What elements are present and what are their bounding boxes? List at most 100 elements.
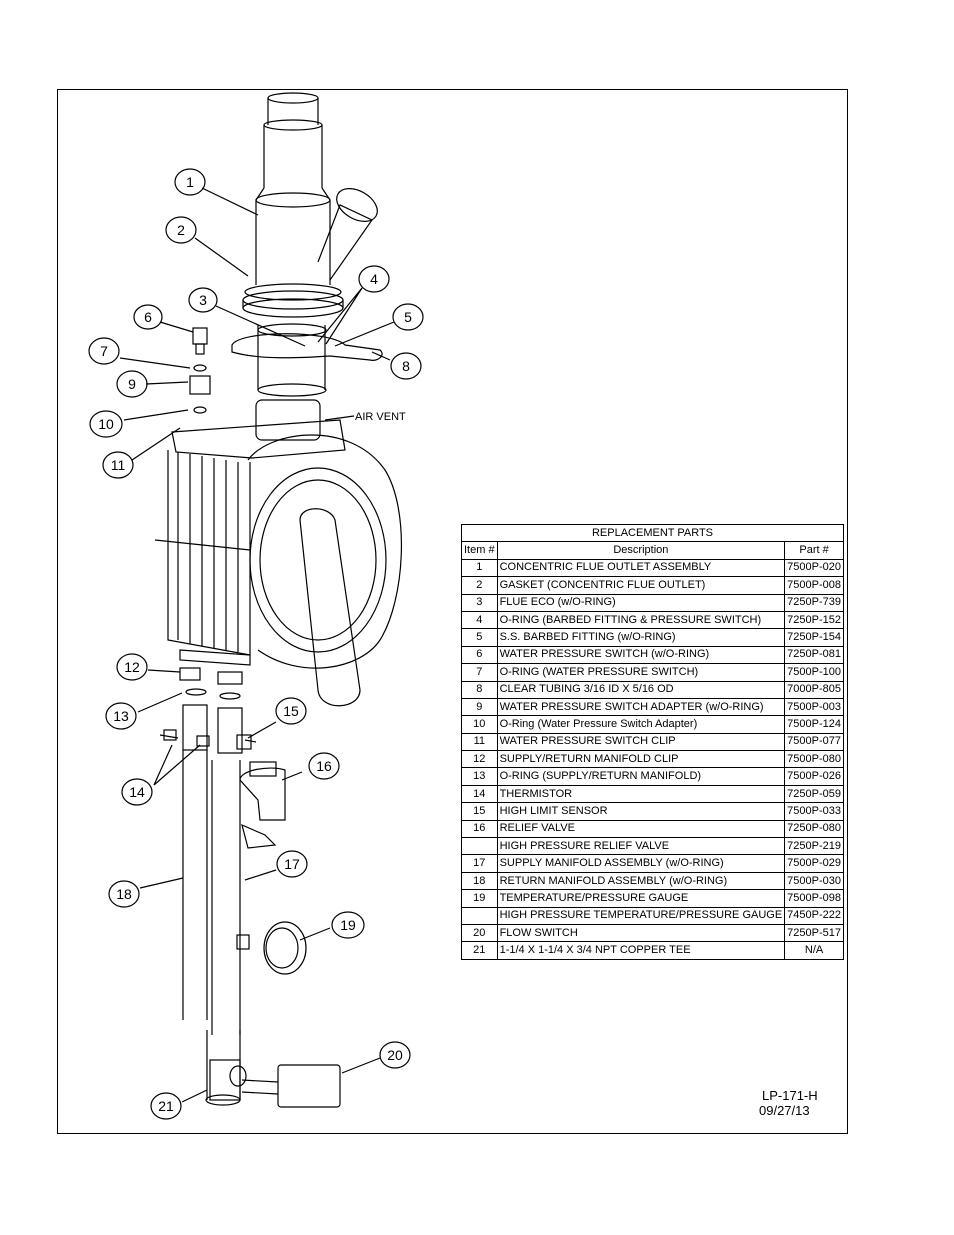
cell-item: 18 (461, 871, 498, 891)
cell-description: SUPPLY MANIFOLD ASSEMBLY (w/O-RING) (496, 854, 786, 873)
air-vent-label: AIR VENT (355, 411, 406, 423)
cell-description: WATER PRESSURE SWITCH ADAPTER (w/O-RING) (496, 697, 786, 717)
cell-item: 11 (461, 732, 498, 752)
heat-exchanger-drawing (154, 399, 402, 707)
svg-text:4: 4 (370, 271, 378, 287)
callout-17: 17 (276, 850, 308, 878)
callout-13: 13 (105, 702, 137, 730)
svg-text:15: 15 (283, 703, 299, 719)
cell-part: 7250P-081 (784, 645, 844, 665)
callout-7: 7 (88, 337, 120, 365)
manifold-pipes-drawing (159, 704, 257, 1106)
callout-18: 18 (108, 880, 140, 908)
drawing-date: 09/27/13 (759, 1103, 810, 1118)
cell-part: N/A (784, 941, 844, 960)
cell-item: 7 (461, 663, 498, 682)
cell-item: 21 (461, 941, 498, 960)
cell-item: 14 (461, 784, 498, 804)
callout-1: 1 (174, 168, 206, 196)
svg-text:9: 9 (128, 376, 136, 392)
svg-text:2: 2 (177, 222, 185, 238)
svg-text:17: 17 (284, 856, 300, 872)
cell-description: HIGH LIMIT SENSOR (496, 802, 786, 821)
callout-2: 2 (165, 216, 197, 244)
cell-part: 7500P-026 (784, 767, 844, 786)
cell-item: 17 (461, 854, 498, 873)
svg-text:10: 10 (98, 416, 114, 432)
svg-text:18: 18 (116, 886, 132, 902)
callout-15: 15 (275, 697, 307, 725)
cell-item (461, 837, 498, 856)
callout-16: 16 (308, 752, 340, 780)
cell-part: 7500P-077 (784, 732, 844, 752)
cell-part: 7500P-098 (784, 889, 844, 908)
cell-item: 4 (461, 610, 498, 630)
svg-text:5: 5 (404, 309, 412, 325)
cell-part: 7250P-219 (784, 837, 844, 856)
cell-part: 7500P-008 (784, 576, 844, 595)
header-description: Description (496, 541, 786, 560)
cell-part: 7000P-805 (784, 680, 844, 699)
cell-item: 5 (461, 628, 498, 647)
cell-item: 3 (461, 593, 498, 612)
cell-description: S.S. BARBED FITTING (w/O-RING) (496, 628, 786, 647)
svg-text:20: 20 (387, 1047, 403, 1063)
cell-description: SUPPLY/RETURN MANIFOLD CLIP (496, 750, 786, 769)
flue-collar-drawing (231, 323, 383, 397)
cell-description: RETURN MANIFOLD ASSEMBLY (w/O-RING) (496, 871, 786, 891)
leader-lines (119, 187, 395, 1103)
cell-description: O-RING (BARBED FITTING & PRESSURE SWITCH… (496, 610, 786, 630)
cell-part: 7250P-152 (784, 610, 844, 630)
cell-description: THERMISTOR (496, 784, 786, 804)
cell-part: 7500P-020 (784, 558, 844, 578)
cell-description: RELIEF VALVE (496, 819, 786, 839)
cell-item (461, 906, 498, 925)
svg-text:8: 8 (402, 358, 410, 374)
relief-valve-drawing (239, 761, 286, 849)
pressure-switch-drawing (189, 327, 211, 414)
cell-description: WATER PRESSURE SWITCH CLIP (496, 732, 786, 752)
replacement-parts-table: REPLACEMENT PARTS Item # Description Par… (461, 523, 844, 960)
callout-11: 11 (102, 451, 134, 479)
cell-part: 7500P-124 (784, 715, 844, 734)
cell-part: 7250P-739 (784, 593, 844, 612)
cell-part: 7500P-003 (784, 697, 844, 717)
svg-text:16: 16 (316, 758, 332, 774)
table-row: HIGH PRESSURE TEMPERATURE/PRESSURE GAUGE… (461, 906, 844, 925)
cell-item: 20 (461, 923, 498, 943)
gauge-drawing (236, 921, 307, 975)
cell-item: 15 (461, 802, 498, 821)
cell-item: 8 (461, 680, 498, 699)
cell-item: 19 (461, 889, 498, 908)
cell-description: HIGH PRESSURE TEMPERATURE/PRESSURE GAUGE (496, 906, 786, 925)
manifold-clips-drawing (179, 667, 243, 700)
cell-description: FLUE ECO (w/O-RING) (496, 593, 786, 612)
cell-part: 7250P-517 (784, 923, 844, 943)
cell-part: 7500P-030 (784, 871, 844, 891)
callout-6: 6 (133, 304, 163, 330)
cell-description: FLOW SWITCH (496, 923, 786, 943)
svg-text:13: 13 (113, 708, 129, 724)
cell-item: 6 (461, 645, 498, 665)
cell-description: 1-1/4 X 1-1/4 X 3/4 NPT COPPER TEE (496, 941, 786, 960)
cell-part: 7500P-100 (784, 663, 844, 682)
svg-text:6: 6 (144, 309, 152, 325)
svg-text:19: 19 (340, 917, 356, 933)
svg-text:14: 14 (129, 784, 145, 800)
callout-3: 3 (188, 287, 218, 313)
cell-part: 7250P-154 (784, 628, 844, 647)
callout-5: 5 (392, 303, 424, 331)
cell-description: O-Ring (Water Pressure Switch Adapter) (496, 715, 786, 734)
